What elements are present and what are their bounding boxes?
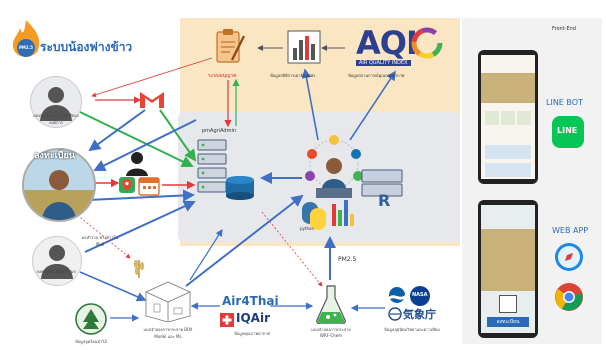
arrow-register-admin (87, 189, 195, 202)
phone-screen-web: ลงทะเบียน (481, 205, 535, 333)
line-icon: LINE (552, 116, 584, 148)
line-icon-text: LINE (557, 126, 578, 135)
bar-chart-icon (287, 30, 321, 64)
register-label: ลงทะเบียน (34, 151, 75, 161)
airq-label: ข้อมูลคุณภาพอากาศ (234, 331, 270, 336)
line-bot-label: LINE BOT (546, 98, 583, 107)
phone-hero (481, 229, 535, 291)
phone-screen (481, 55, 535, 179)
approval-label: ระบบอนุญาต (208, 73, 237, 79)
python-label: python (300, 226, 314, 231)
phone-register-button[interactable]: ลงทะเบียน (487, 317, 529, 327)
phone-mockup-web: ลงทะเบียน (478, 200, 538, 338)
web-app-label: WEB APP (552, 226, 589, 235)
swiss-cross-icon (220, 313, 234, 327)
phone-banner (481, 73, 535, 103)
arrow-model-hub (185, 194, 304, 287)
google-maps-icon (118, 176, 136, 194)
admin-server-icon: pmAgriAdmin (194, 128, 260, 212)
forest-label: ข้อมูลจุดร้อนป่าไม้ (75, 339, 107, 344)
met-label: ข้อมูลอุตุนิยมวิทยาและดาวเทียม (384, 327, 440, 332)
arrow-farmer-admin (84, 200, 196, 253)
user-group-icon (122, 150, 152, 176)
phone-card (485, 145, 531, 159)
arrow-approval-officer (91, 57, 213, 98)
farmer-label: ลงทะเบียน ผู้ปลูกพืชผล (36, 269, 76, 274)
iqair-logo: IQAir (220, 311, 280, 328)
air4thai-logo: Air4Thai (222, 294, 279, 308)
chrome-icon (554, 282, 584, 312)
farmer-avatar (32, 236, 82, 286)
dev-hub-illustration: R python (296, 126, 406, 232)
phone-mockup-line (478, 50, 538, 184)
officer-avatar (30, 76, 82, 128)
frontend-label: Front-End (552, 26, 576, 32)
arrow-gmail-register (88, 109, 146, 152)
register-avatar (22, 148, 96, 222)
phone-tile (485, 111, 499, 125)
logo-text: PM2.5 (19, 45, 33, 50)
stats-label: ข้อมูลสถิติการเผาย้อนหลัง (270, 73, 315, 78)
svg-text:R: R (378, 191, 390, 210)
calendar-icon (138, 176, 160, 196)
aqi-subtitle: AIR QUALITY INDEX (356, 60, 411, 66)
jma-text: 気象庁 (403, 308, 436, 321)
phone-tile (517, 111, 531, 125)
aqi-label: ข้อมูลสถานการณ์คุณภาพอากาศ (348, 73, 405, 78)
box-model-illustration (140, 278, 196, 323)
nasa-text: NASA (412, 292, 428, 298)
forest-dept-logo (74, 302, 108, 336)
aqi-logo: AQI AIR QUALITY INDEX (350, 24, 450, 70)
aqi-ring-icon (411, 27, 443, 59)
model-label: แบบจำลองการกระจาย BOX Model และ ML (143, 327, 193, 339)
arrow-admin-register (93, 119, 197, 171)
nasa-logo: NASA (410, 286, 430, 306)
app-logo: PM2.5 (8, 18, 44, 62)
phone-qr (499, 295, 517, 313)
arrow-gmail-admin (159, 109, 197, 162)
arrow-farmer-model (79, 271, 147, 302)
iqair-text: IQAir (236, 311, 270, 325)
pm25-label: PM2.5 (338, 256, 357, 263)
wrf-label: แบบจำลองการกระจาย WRF-Chem (311, 327, 351, 338)
phone-tile (501, 111, 515, 125)
officer-label: ผลงทะเบียน เจ้าหน้าที่ขององค์การ (33, 113, 79, 125)
jma-logo: 気象庁 (388, 306, 440, 322)
arrow-hub-stats (301, 68, 319, 141)
wrf-flask-icon (314, 284, 348, 325)
arrow-model-admin (189, 228, 223, 281)
noaa-logo (388, 286, 406, 304)
approval-system-icon (214, 28, 246, 68)
rice-crop-icon (128, 256, 150, 278)
gmail-icon (138, 90, 166, 110)
admin-title: pmAgriAdmin (202, 128, 237, 134)
page-title: ระบบน้องฟางข้าว (40, 40, 133, 54)
crop-label: ผลสำรวจ ฟางข้าวในพื้นที่ (81, 235, 119, 247)
arrow-officer-admin (79, 111, 194, 168)
aqi-logo-text: AQI (356, 24, 418, 62)
jma-emblem-icon (388, 307, 402, 321)
safari-icon (554, 242, 584, 272)
js-badge (329, 135, 339, 145)
arrow-hub-aqi (349, 70, 396, 141)
phone-card (485, 163, 531, 177)
